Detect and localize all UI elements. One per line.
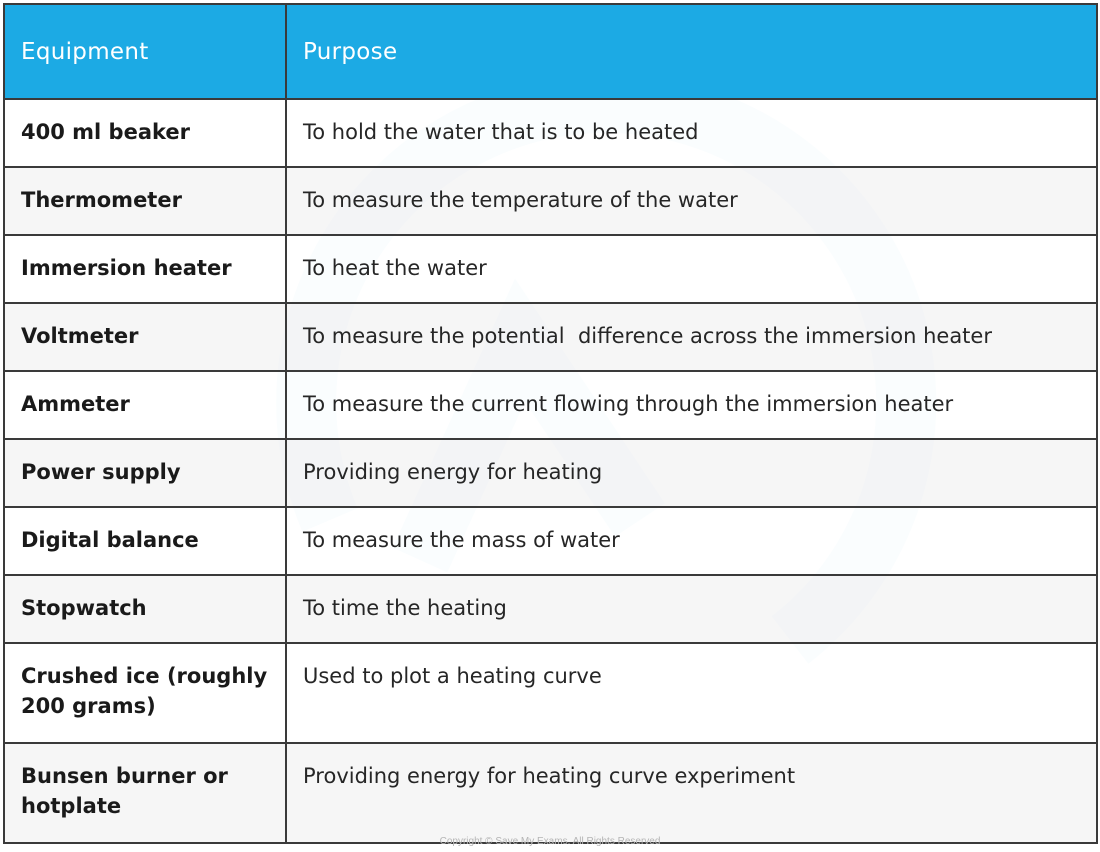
table-row: Bunsen burner or hotplate Providing ener… (3, 742, 1098, 844)
purpose-cell: Used to plot a heating curve (285, 642, 1098, 744)
equipment-cell: Immersion heater (3, 234, 287, 304)
equipment-cell: Stopwatch (3, 574, 287, 644)
equipment-cell: Ammeter (3, 370, 287, 440)
purpose-cell: To measure the potential difference acro… (285, 302, 1098, 372)
purpose-cell: To measure the temperature of the water (285, 166, 1098, 236)
table-row: Stopwatch To time the heating (3, 574, 1098, 644)
equipment-table: Equipment Purpose 400 ml beaker To hold … (3, 3, 1098, 844)
table-header-row: Equipment Purpose (3, 3, 1098, 100)
equipment-cell: Bunsen burner or hotplate (3, 742, 287, 844)
header-equipment: Equipment (3, 3, 287, 100)
table-row: Power supply Providing energy for heatin… (3, 438, 1098, 508)
purpose-cell: To hold the water that is to be heated (285, 98, 1098, 168)
purpose-cell: Providing energy for heating curve exper… (285, 742, 1098, 844)
equipment-cell: Power supply (3, 438, 287, 508)
purpose-cell: To measure the mass of water (285, 506, 1098, 576)
equipment-cell: Crushed ice (roughly 200 grams) (3, 642, 287, 744)
equipment-cell: Digital balance (3, 506, 287, 576)
table-row: Thermometer To measure the temperature o… (3, 166, 1098, 236)
equipment-cell: Voltmeter (3, 302, 287, 372)
table-row: Voltmeter To measure the potential diffe… (3, 302, 1098, 372)
table-row: Crushed ice (roughly 200 grams) Used to … (3, 642, 1098, 744)
table-row: Digital balance To measure the mass of w… (3, 506, 1098, 576)
copyright-notice: Copyright © Save My Exams. All Rights Re… (439, 836, 661, 847)
purpose-cell: To heat the water (285, 234, 1098, 304)
purpose-cell: Providing energy for heating (285, 438, 1098, 508)
table-row: Ammeter To measure the current flowing t… (3, 370, 1098, 440)
header-purpose: Purpose (285, 3, 1098, 100)
purpose-cell: To measure the current flowing through t… (285, 370, 1098, 440)
equipment-cell: 400 ml beaker (3, 98, 287, 168)
table-row: 400 ml beaker To hold the water that is … (3, 98, 1098, 168)
purpose-cell: To time the heating (285, 574, 1098, 644)
equipment-cell: Thermometer (3, 166, 287, 236)
table-row: Immersion heater To heat the water (3, 234, 1098, 304)
